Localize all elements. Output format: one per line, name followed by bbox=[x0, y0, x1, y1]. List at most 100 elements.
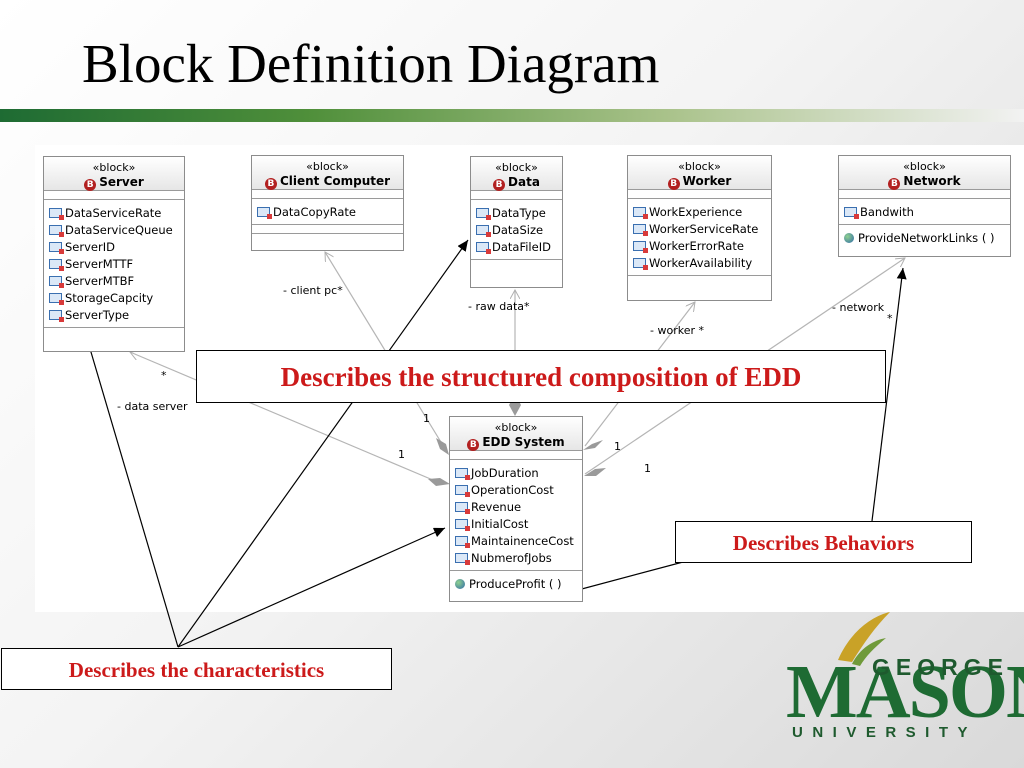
operations-compartment: ProvideNetworkLinks ( ) bbox=[839, 225, 1010, 250]
property-icon bbox=[49, 225, 64, 237]
multiplicity-edd-network: 1 bbox=[644, 462, 651, 475]
logo-leaf-small-icon bbox=[852, 638, 886, 666]
property-row[interactable]: WorkerErrorRate bbox=[633, 238, 771, 255]
property-row[interactable]: NubmerofJobs bbox=[455, 550, 582, 567]
composition-diamond-server bbox=[428, 478, 450, 486]
property-row[interactable]: ServerType bbox=[49, 307, 184, 324]
property-icon bbox=[455, 502, 470, 514]
property-icon bbox=[455, 553, 470, 565]
property-row[interactable]: JobDuration bbox=[455, 465, 582, 482]
role-label-worker: - worker * bbox=[650, 324, 704, 337]
multiplicity-server: * bbox=[161, 369, 167, 382]
property-row[interactable]: ServerMTBF bbox=[49, 273, 184, 290]
block-name: Network bbox=[903, 174, 961, 188]
role-label-raw-data: - raw data* bbox=[468, 300, 530, 313]
property-row[interactable]: DataType bbox=[476, 205, 562, 222]
property-row[interactable]: DataFileID bbox=[476, 239, 562, 256]
title-underline-bar bbox=[0, 109, 1024, 122]
property-row[interactable]: InitialCost bbox=[455, 516, 582, 533]
property-icon bbox=[633, 224, 648, 236]
property-icon bbox=[257, 207, 272, 219]
role-label-network: - network bbox=[832, 301, 885, 314]
block-name: Client Computer bbox=[279, 174, 391, 188]
operations-compartment bbox=[252, 234, 403, 250]
block-stereotype: «block» bbox=[678, 160, 721, 173]
callout-composition: Describes the structured composition of … bbox=[196, 350, 886, 403]
multiplicity-edd-worker: 1 bbox=[614, 440, 621, 453]
role-label-data-server: - data server bbox=[117, 400, 188, 413]
block-stereotype: «block» bbox=[494, 421, 538, 434]
property-row[interactable]: StorageCapcity bbox=[49, 290, 184, 307]
property-row[interactable]: MaintainenceCost bbox=[455, 533, 582, 550]
block-name: Data bbox=[508, 175, 540, 189]
property-icon bbox=[455, 536, 470, 548]
composition-diamond-network bbox=[584, 468, 606, 476]
block-badge-icon: B bbox=[493, 179, 506, 191]
property-row[interactable]: DataSize bbox=[476, 222, 562, 239]
operation-gear-icon bbox=[844, 233, 854, 243]
properties-compartment: DataCopyRate bbox=[252, 199, 403, 225]
block-badge-icon: B bbox=[888, 178, 901, 190]
block-name: Worker bbox=[682, 174, 732, 188]
callout-behaviors: Describes Behaviors bbox=[675, 521, 972, 563]
property-row[interactable]: WorkerAvailability bbox=[633, 255, 771, 272]
assoc-line-server bbox=[130, 352, 441, 484]
block-badge-icon: B bbox=[667, 178, 680, 190]
block-name: Server bbox=[99, 175, 144, 189]
block-stereotype: «block» bbox=[495, 161, 538, 174]
block-badge-icon: B bbox=[467, 439, 480, 451]
block-stereotype: «block» bbox=[306, 160, 349, 173]
property-icon bbox=[476, 225, 491, 237]
logo-leaf-icon bbox=[838, 612, 890, 662]
multiplicity-network: * bbox=[887, 312, 893, 325]
property-row[interactable]: WorkerServiceRate bbox=[633, 221, 771, 238]
properties-compartment: WorkExperience WorkerServiceRate WorkerE… bbox=[628, 199, 771, 276]
slide-title: Block Definition Diagram bbox=[82, 33, 660, 94]
operation-gear-icon bbox=[455, 579, 465, 589]
operations-compartment bbox=[44, 328, 184, 344]
operations-compartment: ProduceProfit ( ) bbox=[450, 571, 582, 596]
property-icon bbox=[476, 242, 491, 254]
property-icon bbox=[455, 519, 470, 531]
properties-compartment: DataServiceRate DataServiceQueue ServerI… bbox=[44, 200, 184, 328]
property-row[interactable]: WorkExperience bbox=[633, 204, 771, 221]
property-row[interactable]: ServerID bbox=[49, 239, 184, 256]
block-stereotype: «block» bbox=[903, 160, 946, 173]
property-row[interactable]: DataCopyRate bbox=[257, 204, 403, 221]
composition-diamond-worker bbox=[583, 440, 603, 450]
logo-george-text: GEORGE bbox=[872, 654, 1009, 680]
annotation-arrow-to-server bbox=[76, 307, 179, 648]
annotation-arrow-to-edd bbox=[177, 527, 446, 648]
properties-compartment: JobDuration OperationCost Revenue Initia… bbox=[450, 460, 582, 571]
property-icon bbox=[49, 293, 64, 305]
property-icon bbox=[844, 207, 859, 219]
block-stereotype: «block» bbox=[92, 161, 136, 174]
property-icon bbox=[476, 208, 491, 220]
property-row[interactable]: DataServiceQueue bbox=[49, 222, 184, 239]
property-icon bbox=[633, 241, 648, 253]
operation-row[interactable]: ProvideNetworkLinks ( ) bbox=[844, 230, 1010, 247]
property-row[interactable]: Bandwith bbox=[844, 204, 1010, 221]
logo-university-text: UNIVERSITY bbox=[792, 724, 978, 741]
property-icon bbox=[49, 242, 64, 254]
property-icon bbox=[49, 259, 64, 271]
property-row[interactable]: DataServiceRate bbox=[49, 205, 184, 222]
multiplicity-edd-server: 1 bbox=[398, 448, 405, 461]
property-row[interactable]: OperationCost bbox=[455, 482, 582, 499]
property-icon bbox=[49, 276, 64, 288]
block-badge-icon: B bbox=[84, 179, 97, 191]
operation-row[interactable]: ProduceProfit ( ) bbox=[455, 576, 582, 593]
property-row[interactable]: ServerMTTF bbox=[49, 256, 184, 273]
composition-diamond-client bbox=[436, 438, 449, 455]
property-row[interactable]: Revenue bbox=[455, 499, 582, 516]
